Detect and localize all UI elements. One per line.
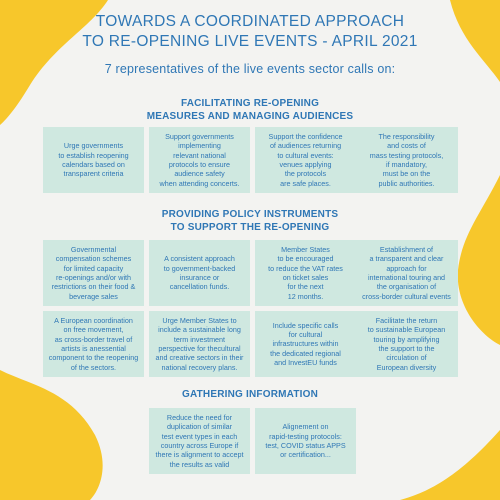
card-testing-costs: The responsibility and costs of mass tes… xyxy=(355,127,458,193)
card-audience-confidence: Support the confidence of audiences retu… xyxy=(255,127,356,193)
section-heading-gathering-information: GATHERING INFORMATION xyxy=(0,388,500,401)
section-heading-reopening-measures: FACILITATING RE-OPENING MEASURES AND MAN… xyxy=(0,97,500,123)
page-subtitle: 7 representatives of the live events sec… xyxy=(104,62,396,76)
card-rapid-testing-protocols: Alignement on rapid-testing protocols: t… xyxy=(255,408,356,474)
card-international-touring: Establishment of a transparent and clear… xyxy=(355,240,458,306)
card-test-event-duplication: Reduce the need for duplication of simil… xyxy=(149,408,250,474)
section-heading-line: GATHERING INFORMATION xyxy=(181,389,319,400)
card-reopening-calendars: Urge governments to establish reopening … xyxy=(43,127,144,193)
card-sustainable-touring: Facilitate the return to sustainable Eur… xyxy=(355,311,458,377)
yellow-blob-bottom-left xyxy=(0,370,103,500)
yellow-blob-top-right xyxy=(450,0,500,82)
section-heading-line: MEASURES AND MANAGING AUDIENCES xyxy=(146,111,354,122)
yellow-blob-top-left xyxy=(0,0,108,125)
card-insurance-funds: A consistent approach to government-back… xyxy=(149,240,250,306)
page-title: TOWARDS A COORDINATED APPROACH TO RE-OPE… xyxy=(0,12,500,52)
card-infrastructure-funds: Include specific calls for cultural infr… xyxy=(255,311,356,377)
yellow-blob-right xyxy=(457,175,500,345)
card-compensation-schemes: Governmental compensation schemes for li… xyxy=(43,240,144,306)
card-recovery-plans: Urge Member States to include a sustaina… xyxy=(149,311,250,377)
yellow-blob-bottom-right xyxy=(400,430,500,500)
section-heading-policy-instruments: PROVIDING POLICY INSTRUMENTS TO SUPPORT … xyxy=(0,208,500,234)
card-vat-rates: Member States to be encouraged to reduce… xyxy=(255,240,356,306)
card-national-protocols: Support governments implementing relevan… xyxy=(149,127,250,193)
section-heading-line: TO SUPPORT THE RE-OPENING xyxy=(170,222,330,233)
page-title-line-2: TO RE-OPENING LIVE EVENTS - APRIL 2021 xyxy=(82,33,418,50)
card-free-movement: A European coordination on free movement… xyxy=(43,311,144,377)
section-heading-line: FACILITATING RE-OPENING xyxy=(180,98,320,109)
page-title-line-1: TOWARDS A COORDINATED APPROACH xyxy=(95,13,405,30)
section-heading-line: PROVIDING POLICY INSTRUMENTS xyxy=(161,209,339,220)
